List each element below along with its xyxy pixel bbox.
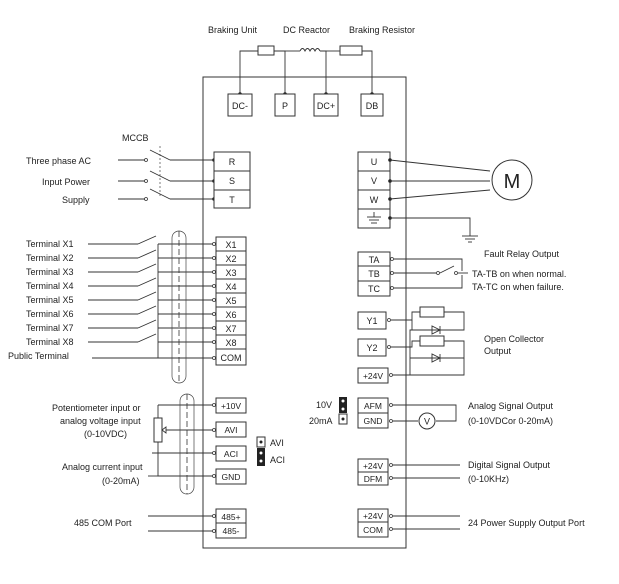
terminal-x4-label: Terminal X4 [26,281,74,291]
terminal-dc-plus: DC+ [317,101,335,111]
terminal-w: W [370,195,379,205]
terminal-x4: X4 [225,282,236,292]
terminal-ta: TA [369,255,380,265]
terminal-24v-supply: +24V [363,511,383,521]
jumper-20ma-label: 20mA [309,416,333,426]
terminal-x2: X2 [225,254,236,264]
supply-output-wiring [389,514,460,531]
motor-label: M [504,171,521,193]
terminal-485-minus: 485- [222,526,239,536]
terminal-485-plus: 485+ [221,512,240,522]
terminal-com-input: COM [221,353,242,363]
digital-output-label-line2: (0-10KHz) [468,474,509,484]
potentiometer-label-line1: Potentiometer input or [52,403,141,413]
terminal-s: S [229,176,235,186]
mccb-breaker [118,146,216,201]
relay-note-failure: TA-TC on when failure. [472,282,564,292]
terminal-x6-label: Terminal X6 [26,309,74,319]
terminal-t: T [229,195,235,205]
motor-wiring [388,158,491,243]
relay-note-normal: TA-TB on when normal. [472,269,566,279]
terminal-x5-label: Terminal X5 [26,295,74,305]
terminal-x2-label: Terminal X2 [26,253,74,263]
potentiometer-label-line2: analog voltage input [60,416,141,426]
braking-unit-label: Braking Unit [208,25,258,35]
terminal-avi: AVI [224,425,237,435]
terminal-x7: X7 [225,324,236,334]
terminal-10v: +10V [221,401,241,411]
terminal-x1-label: Terminal X1 [26,239,74,249]
digital-output-label-line1: Digital Signal Output [468,460,551,470]
dc-reactor-label: DC Reactor [283,25,330,35]
supply-label: Supply [62,195,90,205]
terminal-24v-oc: +24V [363,371,383,381]
terminal-aci: ACI [224,449,238,459]
digital-input-wiring [88,230,216,384]
terminal-v: V [371,176,377,186]
terminal-afm: AFM [364,401,382,411]
terminal-p: P [282,101,288,111]
terminal-x3: X3 [225,268,236,278]
fault-relay-title: Fault Relay Output [484,249,560,259]
terminal-gnd-afm: GND [364,416,383,426]
jumper-aci-label: ACI [270,455,285,465]
afm-jumper [338,397,348,425]
voltmeter-label: V [424,417,430,427]
open-collector-wiring [387,306,465,377]
terminal-x8-label: Terminal X8 [26,337,74,347]
terminal-x7-label: Terminal X7 [26,323,74,333]
power-supply-output-label: 24 Power Supply Output Port [468,518,585,528]
terminal-y1: Y1 [366,316,377,326]
afm-wiring [389,403,457,423]
terminal-x5: X5 [225,296,236,306]
terminal-24v-dfm: +24V [363,461,383,471]
open-collector-label-line2: Output [484,346,512,356]
analog-output-label-line1: Analog Signal Output [468,401,554,411]
jumper-10v-label: 10V [316,400,332,410]
com-485-wiring [148,514,216,533]
terminal-y2: Y2 [366,343,377,353]
terminal-u: U [371,157,378,167]
terminal-r: R [229,157,236,167]
terminal-dc-minus: DC- [232,101,248,111]
terminal-tc: TC [368,284,380,294]
potentiometer-label-line3: (0-10VDC) [84,429,127,439]
terminal-tb: TB [368,269,380,279]
dc-bus-wiring [238,45,374,96]
public-terminal-label: Public Terminal [8,351,69,361]
terminal-gnd-input: GND [222,472,241,482]
digital-input-labels: Terminal X1 Terminal X2 Terminal X3 Term… [8,239,74,361]
analog-current-label-line1: Analog current input [62,462,143,472]
dfm-wiring [389,463,460,480]
avi-aci-jumper [256,436,266,466]
terminal-x3-label: Terminal X3 [26,267,74,277]
terminal-x1: X1 [225,240,236,250]
analog-output-label-line2: (0-10VDCor 0-20mA) [468,416,553,426]
motor-icon [491,159,533,201]
input-power-label: Input Power [42,177,90,187]
ground-icon [367,212,381,224]
terminal-dfm: DFM [364,474,382,484]
terminal-x6: X6 [225,310,236,320]
three-phase-ac-label: Three phase AC [26,156,92,166]
terminal-com-supply: COM [363,525,383,535]
open-collector-label-line1: Open Collector [484,334,544,344]
com-485-label: 485 COM Port [74,518,132,528]
digital-input-dividers [216,250,246,350]
voltmeter-icon [418,412,436,430]
jumper-avi-label: AVI [270,438,284,448]
braking-resistor-label: Braking Resistor [349,25,415,35]
analog-current-label-line2: (0-20mA) [102,476,140,486]
relay-contacts [390,257,468,290]
terminal-x8: X8 [225,338,236,348]
terminal-db: DB [366,101,379,111]
mccb-label: MCCB [122,133,149,143]
